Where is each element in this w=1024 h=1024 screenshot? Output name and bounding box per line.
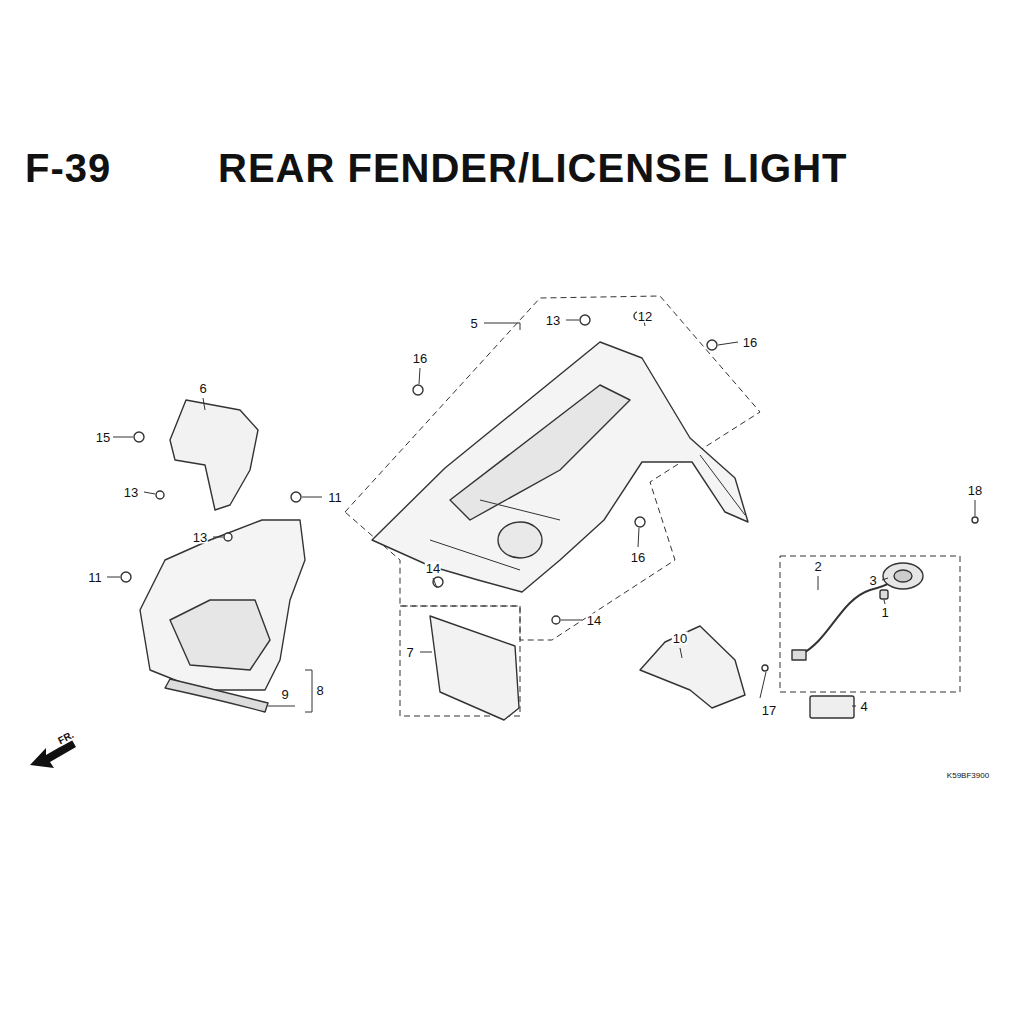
callout-number: 2 bbox=[813, 560, 822, 573]
callout-number: 18 bbox=[967, 484, 983, 497]
diagram-code: K59BF3900 bbox=[946, 772, 990, 780]
callout-number: 14 bbox=[425, 562, 441, 575]
callout-number: 16 bbox=[630, 551, 646, 564]
callout-number: 1 bbox=[880, 606, 889, 619]
figure-number: F-39 bbox=[25, 148, 111, 188]
callout-number: 15 bbox=[95, 431, 111, 444]
callout-number: 16 bbox=[742, 336, 758, 349]
callout-number: 11 bbox=[327, 491, 343, 504]
callout-number: 3 bbox=[868, 574, 877, 587]
callout-number: 13 bbox=[545, 314, 561, 327]
callout-number: 7 bbox=[405, 646, 414, 659]
callout-number: 13 bbox=[123, 486, 139, 499]
callout-number: 5 bbox=[469, 317, 478, 330]
callout-number: 6 bbox=[198, 382, 207, 395]
page-title: REAR FENDER/LICENSE LIGHT bbox=[218, 148, 847, 188]
callout-number: 16 bbox=[412, 352, 428, 365]
callout-number: 10 bbox=[672, 632, 688, 645]
callout-number: 4 bbox=[859, 700, 868, 713]
callout-number: 13 bbox=[192, 531, 208, 544]
callout-number: 11 bbox=[87, 571, 103, 584]
callout-number: 8 bbox=[315, 684, 324, 697]
callout-number: 12 bbox=[637, 310, 653, 323]
callout-number: 17 bbox=[761, 704, 777, 717]
callout-number: 14 bbox=[586, 614, 602, 627]
callout-number: 9 bbox=[280, 688, 289, 701]
